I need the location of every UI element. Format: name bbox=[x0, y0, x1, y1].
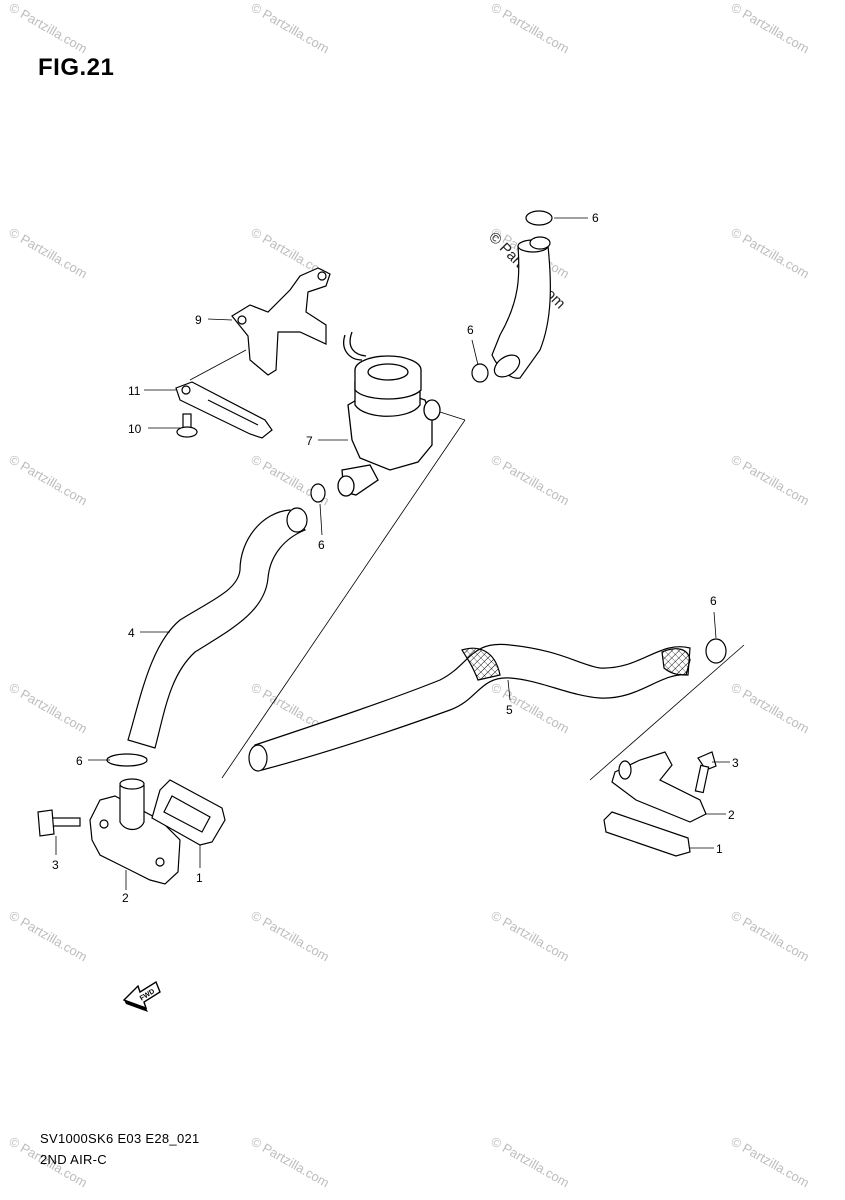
clamp-6-top bbox=[471, 210, 553, 383]
fwd-arrow: FWD bbox=[122, 980, 161, 1012]
watermark-layer: © Partzilla.com © Partzilla.com © Partzill… bbox=[7, 0, 812, 1190]
callout-3-right: 3 bbox=[732, 756, 739, 770]
watermark-text: © Partzilla.com bbox=[489, 452, 572, 509]
callout-2-right: 2 bbox=[728, 808, 735, 822]
hose-4 bbox=[127, 507, 308, 749]
callout-1-right: 1 bbox=[716, 842, 723, 856]
watermark-text: © Partzilla.com bbox=[249, 0, 332, 56]
bolt-left-3 bbox=[37, 809, 81, 837]
gasket-left-1 bbox=[151, 779, 226, 846]
callout-6-left: 6 bbox=[76, 754, 83, 768]
strap-11 bbox=[175, 381, 273, 439]
gasket-right-1 bbox=[603, 811, 691, 857]
callout-6-valve: 6 bbox=[318, 538, 325, 552]
callout-4: 4 bbox=[128, 626, 135, 640]
figure-title: FIG.21 bbox=[38, 54, 115, 81]
watermark-text: © Partzilla.com bbox=[729, 452, 812, 509]
callout-6-top: 6 bbox=[592, 211, 599, 225]
callout-numbers: 6 9 6 11 10 7 6 4 6 5 6 3 2 1 3 1 2 bbox=[52, 211, 739, 905]
clamp-6-left bbox=[106, 753, 148, 767]
guide-lines bbox=[221, 411, 745, 781]
watermark-text: © Partzilla.com bbox=[729, 908, 812, 965]
watermark-text: © Partzilla.com bbox=[729, 0, 812, 56]
watermark-text: © Partzilla.com bbox=[729, 225, 812, 282]
bolt-right-3 bbox=[694, 751, 717, 794]
callout-2-left: 2 bbox=[122, 891, 129, 905]
watermark-text: © Partzilla.com bbox=[7, 0, 90, 56]
bracket-9 bbox=[231, 267, 331, 376]
callout-6-right: 6 bbox=[710, 594, 717, 608]
watermark-text: © Partzilla.com bbox=[489, 1134, 572, 1191]
watermark-text: © Partzilla.com bbox=[249, 1134, 332, 1191]
watermark-text: © Partzilla.com bbox=[729, 1134, 812, 1191]
callout-7: 7 bbox=[306, 434, 313, 448]
watermark-text: © Partzilla.com bbox=[489, 0, 572, 56]
callout-1-left: 1 bbox=[196, 871, 203, 885]
callout-11: 11 bbox=[128, 384, 141, 398]
watermark-text: © Partzilla.com bbox=[7, 908, 90, 965]
watermark-text: © Partzilla.com bbox=[7, 680, 90, 737]
callout-10: 10 bbox=[128, 422, 142, 436]
clamp-6-right bbox=[705, 638, 727, 664]
watermark-text: © Partzilla.com bbox=[7, 225, 90, 282]
watermark-text: © Partzilla.com bbox=[729, 680, 812, 737]
clamp-6-valve bbox=[310, 483, 326, 503]
screw-10 bbox=[176, 413, 198, 438]
callout-9: 9 bbox=[195, 313, 202, 327]
footer-name: 2ND AIR-C bbox=[40, 1152, 107, 1167]
callout-3-left: 3 bbox=[52, 858, 59, 872]
callout-5: 5 bbox=[506, 703, 513, 717]
callout-6-clamp-upper: 6 bbox=[467, 323, 474, 337]
hose-8 bbox=[491, 239, 551, 379]
valve-7 bbox=[337, 331, 441, 497]
reed-cover-left-2 bbox=[89, 778, 181, 885]
watermark-text: © Partzilla.com bbox=[249, 908, 332, 965]
watermark-text: © Partzilla.com bbox=[7, 452, 90, 509]
footer-code: SV1000SK6 E03 E28_021 bbox=[40, 1131, 200, 1146]
reed-cover-right-2 bbox=[611, 751, 707, 823]
watermark-text: © Partzilla.com bbox=[489, 908, 572, 965]
leader-lines bbox=[55, 217, 730, 890]
hose-5 bbox=[248, 643, 691, 772]
